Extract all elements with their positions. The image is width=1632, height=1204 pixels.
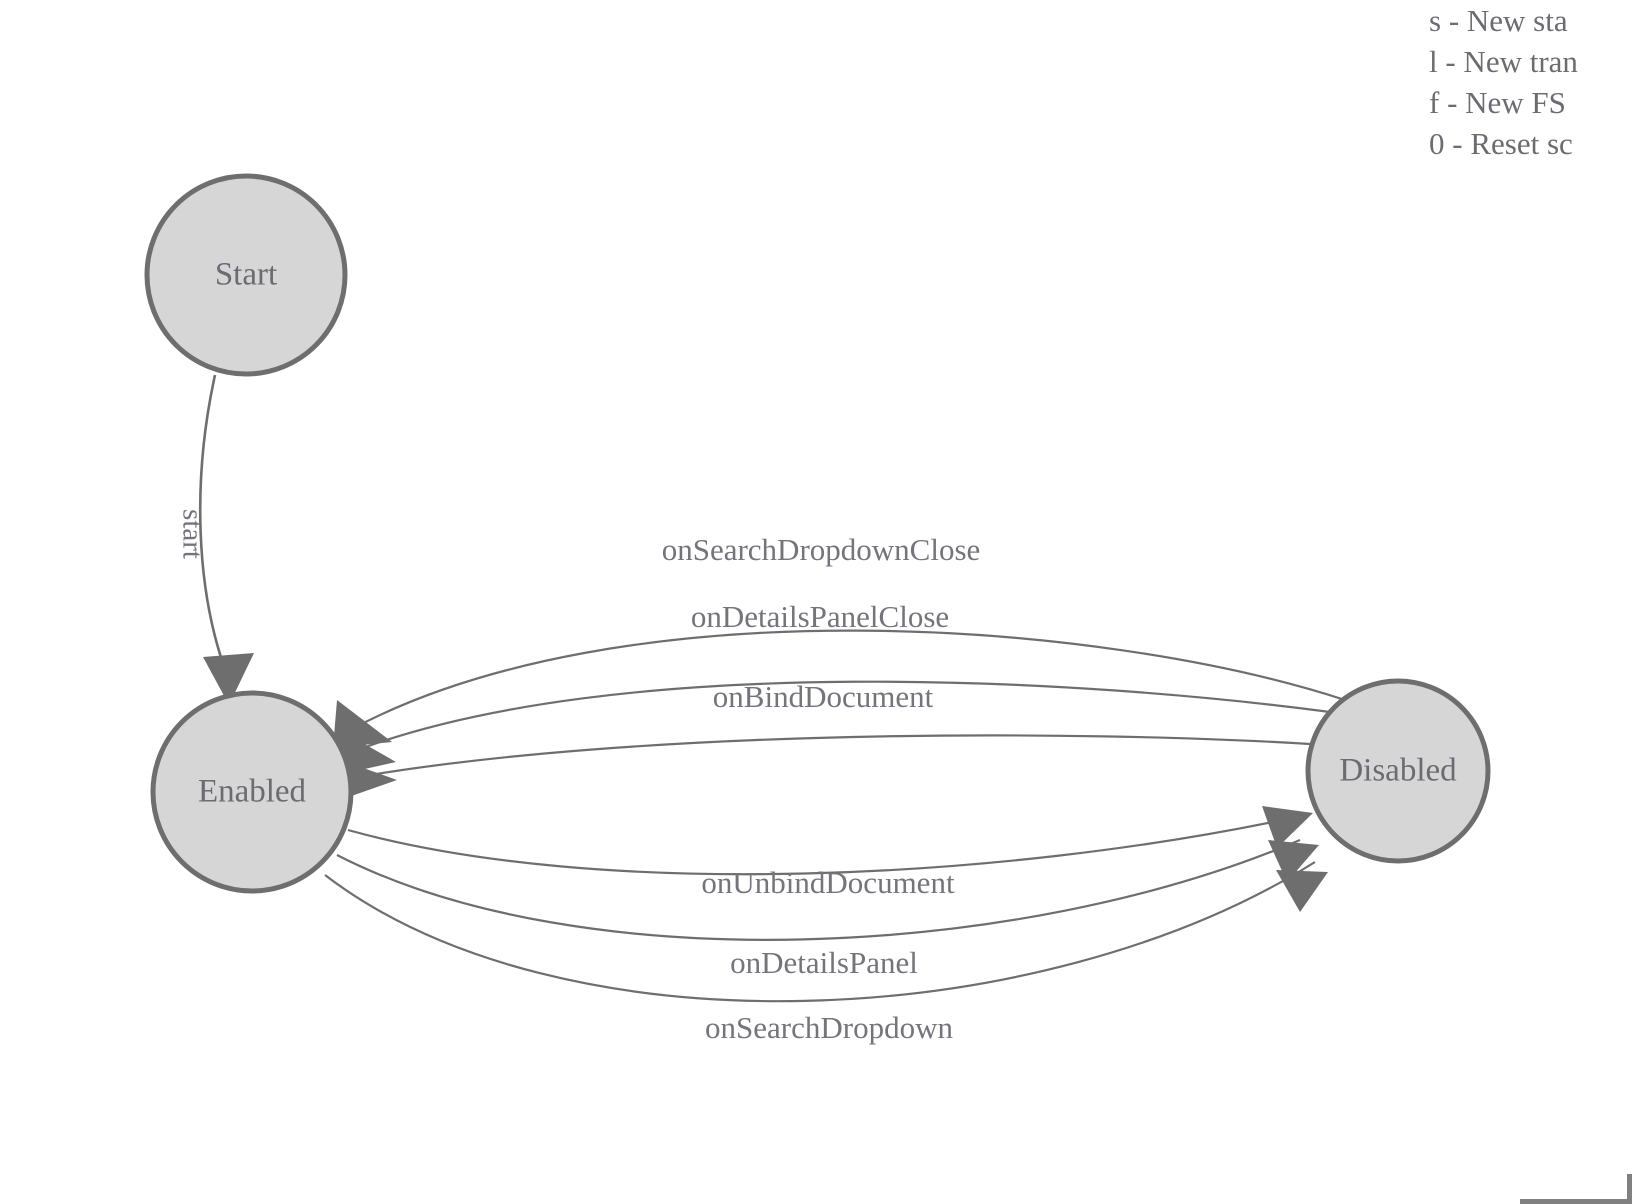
edge-label-on-bind-document: onBindDocument <box>713 679 934 714</box>
edge-on-details-panel[interactable] <box>336 838 1301 941</box>
node-disabled-circle[interactable] <box>1305 678 1491 864</box>
edge-group-to-disabled <box>324 806 1328 1003</box>
edge-on-unbind-document[interactable] <box>347 816 1293 876</box>
edge-label-start: start <box>176 509 208 559</box>
node-disabled[interactable]: Disabled <box>1305 678 1491 864</box>
node-enabled-circle[interactable] <box>150 690 354 894</box>
edge-on-search-dropdown-close[interactable] <box>349 629 1346 731</box>
edge-label-on-unbind-document: onUnbindDocument <box>701 865 955 900</box>
edge-on-search-dropdown[interactable] <box>324 861 1316 1003</box>
arrowhead-to-disabled-3 <box>1276 870 1328 912</box>
arrowhead-start-to-enabled <box>203 653 254 705</box>
node-enabled-label: Enabled <box>198 774 307 810</box>
edge-group-to-enabled <box>333 629 1346 800</box>
resize-handle-corner[interactable] <box>1520 1174 1632 1204</box>
arrowhead-to-enabled-2 <box>338 730 396 775</box>
edge-label-on-details-panel-close: onDetailsPanelClose <box>691 599 949 634</box>
edge-group-start <box>198 374 254 705</box>
node-start-label: Start <box>215 257 277 293</box>
edge-label-on-search-dropdown: onSearchDropdown <box>705 1010 953 1045</box>
edge-on-bind-document[interactable] <box>351 734 1311 780</box>
arrowhead-to-disabled-2 <box>1268 840 1319 882</box>
arrowhead-to-disabled-1 <box>1262 806 1313 848</box>
edge-label-on-search-dropdown-close: onSearchDropdownClose <box>662 532 981 567</box>
node-start-circle[interactable] <box>144 173 348 377</box>
node-disabled-label: Disabled <box>1339 753 1457 789</box>
edge-label-on-details-panel: onDetailsPanel <box>730 945 918 980</box>
edge-start-to-enabled[interactable] <box>198 374 228 673</box>
node-start[interactable]: Start <box>144 173 348 377</box>
edge-on-details-panel-close[interactable] <box>351 680 1331 754</box>
arrowhead-to-enabled-3 <box>340 760 397 800</box>
node-enabled[interactable]: Enabled <box>150 690 354 894</box>
